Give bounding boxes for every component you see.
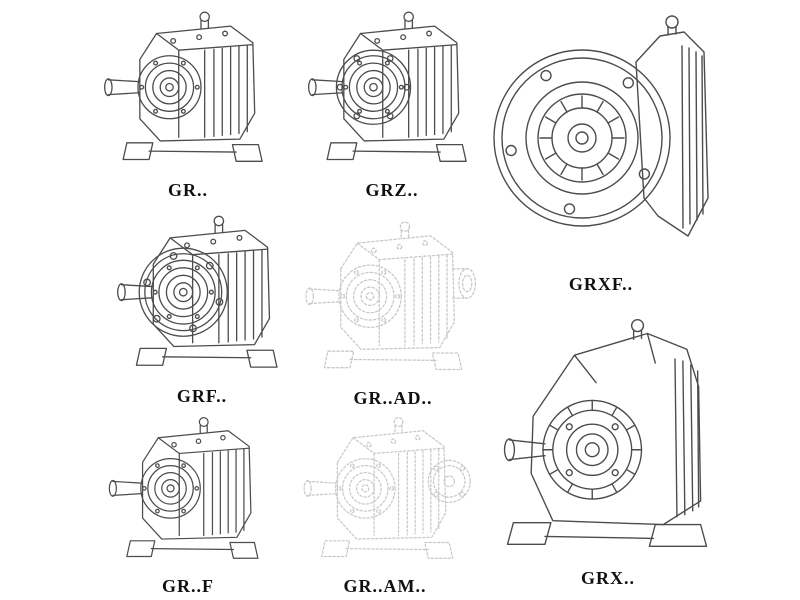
gearbox-figure-grf: GRF.. bbox=[96, 206, 308, 410]
gearbox-figure-gr-am: GR..AM.. bbox=[282, 408, 488, 600]
gearbox-drawing-grx bbox=[503, 319, 708, 547]
gearbox-figure-gr: GR.. bbox=[88, 2, 288, 204]
gearbox-drawing-gr-f bbox=[108, 416, 259, 559]
gearbox-figure-grx: GRX.. bbox=[486, 300, 730, 592]
gearbox-figure-grxf: GRXF.. bbox=[482, 2, 720, 298]
gearbox-figure-gr-f: GR..F bbox=[88, 408, 288, 600]
gearbox-label-grz: GRZ.. bbox=[365, 180, 419, 200]
gearbox-label-grf: GRF.. bbox=[176, 386, 228, 406]
gearbox-drawing-grxf bbox=[493, 15, 709, 237]
gearbox-figure-gr-ad: GR..AD.. bbox=[288, 212, 498, 412]
gearbox-label-grxf: GRXF.. bbox=[568, 274, 634, 294]
gearbox-drawing-grz bbox=[307, 11, 467, 162]
gearbox-label-gr-am: GR..AM.. bbox=[343, 576, 427, 596]
gearbox-drawing-gr bbox=[103, 11, 263, 162]
gearbox-label-grx: GRX.. bbox=[581, 568, 635, 588]
gearbox-figure-grz: GRZ.. bbox=[292, 2, 492, 204]
gearbox-label-gr-f: GR..F bbox=[162, 576, 214, 596]
gearbox-label-gr: GR.. bbox=[168, 180, 208, 200]
gearbox-drawing-gr-am bbox=[303, 416, 471, 559]
gearbox-label-gr-ad: GR..AD.. bbox=[353, 388, 433, 408]
gearbox-drawing-gr-ad bbox=[305, 221, 477, 371]
gearbox-drawing-grf bbox=[117, 215, 278, 368]
